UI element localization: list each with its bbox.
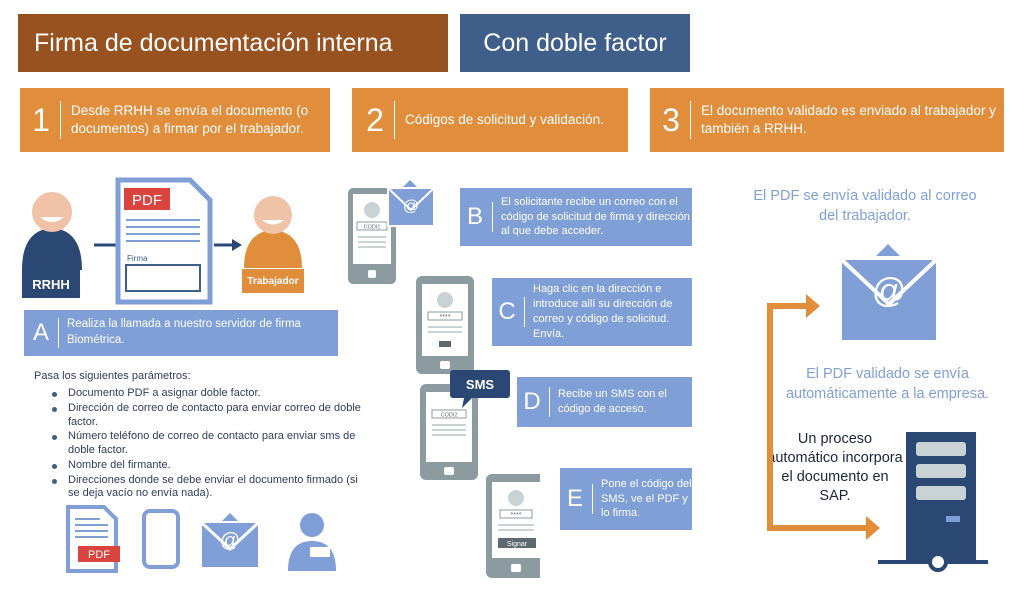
- svg-text:@: @: [403, 198, 419, 215]
- sap-text: Un proceso automático incorpora el docum…: [767, 431, 903, 504]
- worker-label: Trabajador: [242, 269, 304, 293]
- list-item: Documento PDF a asignar doble factor.: [52, 387, 362, 401]
- pdf-document-icon: PDF Firma: [115, 177, 213, 305]
- worker-email-icon: @: [840, 244, 938, 340]
- step-3-text: El documento validado es enviado al trab…: [701, 102, 996, 136]
- step-e-box: E Pone el código del SMS, ve el PDF y lo…: [560, 468, 692, 530]
- bottom-pdf-badge: PDF: [88, 549, 110, 561]
- phone-2-code: ****: [440, 314, 451, 321]
- step-b-letter: B: [466, 203, 483, 230]
- step-a-letter: A: [32, 319, 49, 346]
- delivery-arrows: [767, 294, 880, 540]
- sms-label: SMS: [466, 377, 495, 392]
- step-d-box: D Recibe un SMS con el código de acceso.: [517, 377, 692, 427]
- doc-pdf-badge: PDF: [132, 192, 162, 209]
- phones-illustration: CODI1 @ **** CODI2 SMS: [348, 180, 540, 578]
- arrow-to-worker: [232, 239, 242, 251]
- step-2: 2 Códigos de solicitud y validación.: [352, 88, 628, 152]
- worker-person-icon: [244, 196, 302, 268]
- phone-3-code: CODI2: [441, 413, 458, 419]
- step-e-letter: E: [566, 485, 583, 512]
- sign-button-label: Signar: [507, 541, 528, 548]
- title-bar: Firma de documentación interna: [18, 14, 448, 72]
- doc-firma-label: Firma: [127, 254, 148, 263]
- list-item: Direcciones donde se debe enviar el docu…: [52, 474, 362, 502]
- step-a-box: A Realiza la llamada a nuestro servidor …: [24, 310, 338, 356]
- pdf-file-icon: PDF: [66, 505, 120, 573]
- svg-text:@: @: [220, 530, 240, 552]
- step-b-text: El solicitante recibe un correo con el c…: [501, 195, 690, 238]
- step-c-letter: C: [498, 298, 516, 325]
- step-e-text: Pone el código del SMS, ve el PDF y lo f…: [601, 477, 692, 520]
- list-item: Nombre del firmante.: [52, 459, 362, 473]
- step-b-box: B El solicitante recibe un correo con el…: [460, 188, 692, 246]
- email-icon: @: [200, 513, 260, 567]
- step-a-separator: [58, 318, 59, 348]
- user-badge-icon: [288, 513, 336, 571]
- phone-2-icon: ****: [416, 276, 474, 374]
- phone-4-code: ****: [511, 512, 522, 519]
- email-envelope-icon: @: [387, 180, 435, 227]
- svg-text:@: @: [872, 272, 907, 310]
- step-c-separator: [524, 297, 525, 327]
- step-3-separator: [690, 101, 691, 139]
- list-item: Dirección de correo de contacto para env…: [52, 402, 362, 430]
- step-1-number: 1: [32, 101, 50, 138]
- step-3-number: 3: [662, 101, 680, 138]
- step-2-number: 2: [366, 101, 384, 138]
- step-d-letter: D: [523, 388, 541, 415]
- subtitle-bar: Con doble factor: [460, 14, 690, 72]
- list-item: Número teléfono de correo de contacto pa…: [52, 430, 362, 458]
- step-1-text: Desde RRHH se envía el documento (o docu…: [71, 102, 309, 136]
- page-subtitle: Con doble factor: [483, 28, 667, 57]
- phone-icon: [142, 509, 180, 569]
- phone-1-code: CODI1: [364, 225, 381, 231]
- params-title: Pasa los siguientes parámetros:: [34, 370, 191, 382]
- step-c-text: Haga clic en la dirección e introduce al…: [533, 283, 673, 340]
- step-2-text: Códigos de solicitud y validación.: [405, 111, 604, 127]
- step-a-text: Realiza la llamada a nuestro servidor de…: [67, 318, 301, 346]
- step-d-separator: [549, 387, 550, 417]
- bottom-icons: PDF @: [66, 505, 336, 573]
- params-list: Documento PDF a asignar doble factor. Di…: [52, 387, 362, 502]
- step-1: 1 Desde RRHH se envía el documento (o do…: [20, 88, 330, 152]
- phone-3-icon: CODI2: [420, 384, 478, 480]
- step-c-box: C Haga clic en la dirección e introduce …: [492, 278, 692, 346]
- step-e-separator: [592, 484, 593, 514]
- rrhh-label: RRHH: [22, 270, 80, 298]
- step-d-text: Recibe un SMS con el código de acceso.: [558, 388, 667, 415]
- sms-bubble-icon: SMS: [450, 370, 510, 408]
- pdf-auto-text: El PDF validado se envía automáticamente…: [785, 366, 990, 403]
- document-flow-illustration: PDF Firma: [22, 177, 302, 305]
- page-title: Firma de documentación interna: [34, 28, 393, 57]
- step-3: 3 El documento validado es enviado al tr…: [650, 88, 1004, 152]
- delivery-illustration: @: [767, 244, 988, 572]
- rrhh-person-icon: [22, 192, 82, 270]
- phone-1-icon: CODI1: [348, 188, 396, 284]
- phone-4-icon: **** Signar: [486, 474, 540, 578]
- step-1-separator: [60, 101, 61, 139]
- step-b-separator: [492, 202, 493, 232]
- server-icon: [878, 432, 988, 572]
- step-2-separator: [394, 101, 395, 139]
- pdf-sent-text: El PDF se envía validado al correo del t…: [753, 188, 977, 225]
